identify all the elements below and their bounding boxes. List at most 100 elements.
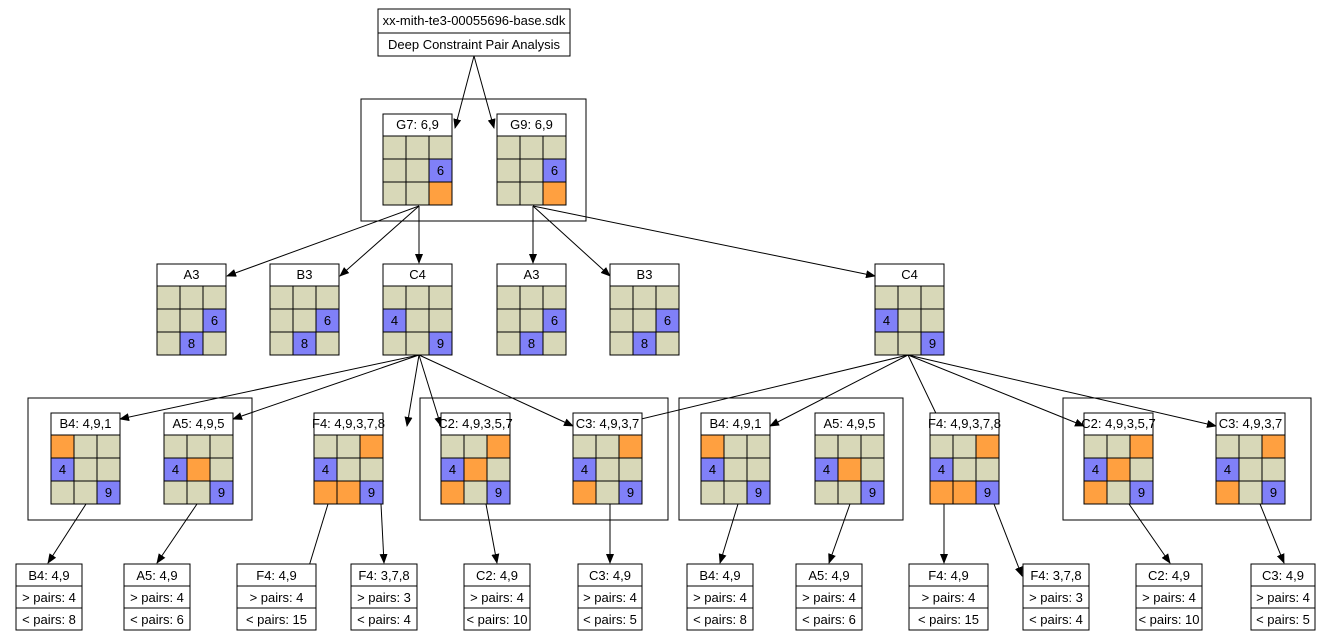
grid-cell — [1106, 434, 1131, 459]
root-subtitle-label: Deep Constraint Pair Analysis — [388, 37, 560, 52]
grid-cell — [156, 308, 181, 333]
grid-cell-value: 9 — [755, 485, 762, 500]
grid-cell — [50, 480, 75, 505]
grid-cell — [542, 285, 567, 310]
leaf-gt-pairs: > pairs: 4 — [1256, 590, 1310, 605]
grid-cell — [746, 434, 771, 459]
grid-cell — [632, 285, 657, 310]
group-box-left-c2-c3 — [419, 397, 669, 521]
edge-arrow — [226, 205, 420, 277]
grid-cell-value: 8 — [641, 336, 648, 351]
grid-cell — [952, 457, 977, 482]
grid-cell — [428, 285, 453, 310]
grid-cell — [163, 434, 188, 459]
leaf-node: F4: 3,7,8> pairs: 3< pairs: 4 — [1022, 563, 1090, 631]
edge-arrow — [718, 503, 739, 564]
edge-arrow — [404, 354, 420, 427]
grid-cell — [382, 331, 407, 356]
grid-cell-value: 6 — [437, 163, 444, 178]
leaf-node: B4: 4,9> pairs: 4< pairs: 8 — [686, 563, 754, 631]
grid-cell-value: 6 — [211, 313, 218, 328]
grid-cell — [1106, 457, 1131, 482]
grid-card: A5: 4,9,549 — [163, 412, 234, 505]
grid-cell-value: 9 — [218, 485, 225, 500]
grid-cell — [382, 135, 407, 160]
grid-cell — [179, 308, 204, 333]
grid-cell — [313, 480, 338, 505]
grid-card-title: C4 — [409, 267, 426, 282]
grid-cell — [700, 434, 725, 459]
grid-cell — [1238, 480, 1263, 505]
grid-cell — [496, 158, 521, 183]
leaf-title: F4: 4,9 — [928, 568, 968, 583]
grid-cell-value: 4 — [391, 313, 398, 328]
grid-cell — [837, 480, 862, 505]
leaf-title: C2: 4,9 — [1148, 568, 1190, 583]
grid-cell — [269, 285, 294, 310]
grid-cell — [315, 285, 340, 310]
group-box-right-b4-a5 — [678, 397, 904, 521]
grid-card-title: C3: 4,9,3,7 — [1219, 416, 1283, 431]
grid-cell — [1261, 434, 1286, 459]
grid-card: C3: 4,9,3,749 — [572, 412, 643, 505]
leaf-lt-pairs: < pairs: 15 — [246, 612, 307, 627]
edge-arrow — [418, 354, 443, 427]
leaf-nodes: B4: 4,9> pairs: 4< pairs: 8 A5: 4,9> pair… — [15, 563, 1316, 631]
grid-cell — [1083, 434, 1108, 459]
grid-cell — [975, 457, 1000, 482]
grid-cell — [496, 331, 521, 356]
grid-cell — [632, 308, 657, 333]
grid-cell — [618, 457, 643, 482]
grid-card-title: A3 — [524, 267, 540, 282]
grid-cell-value: 9 — [869, 485, 876, 500]
grid-cell — [292, 285, 317, 310]
edge-arrow — [485, 503, 500, 564]
grid-cell-value: 6 — [664, 313, 671, 328]
leaf-node: B4: 4,9> pairs: 4< pairs: 8 — [15, 563, 83, 631]
grid-cell — [463, 457, 488, 482]
leaf-node: F4: 4,9> pairs: 4< pairs: 15 — [236, 563, 317, 631]
grid-cell — [860, 434, 885, 459]
grid-cell — [542, 331, 567, 356]
grid-cell-value: 4 — [709, 462, 716, 477]
grid-card: A5: 4,9,549 — [814, 412, 885, 505]
edge-arrow — [1128, 503, 1171, 564]
grid-cell — [73, 434, 98, 459]
grid-cell — [163, 480, 188, 505]
edge-arrow — [473, 55, 496, 129]
grid-cell — [336, 434, 361, 459]
grid-card-title: B4: 4,9,1 — [59, 416, 111, 431]
grid-card: G9: 6,96 — [496, 113, 567, 206]
grid-cell — [315, 331, 340, 356]
grid-cell — [428, 331, 453, 356]
leaf-node: A5: 4,9> pairs: 4< pairs: 6 — [123, 563, 191, 631]
grid-card-title: A5: 4,9,5 — [823, 416, 875, 431]
grid-cell — [96, 457, 121, 482]
grid-cell-value: 9 — [105, 485, 112, 500]
leaf-title: C3: 4,9 — [589, 568, 631, 583]
grid-card: C3: 4,9,3,749 — [1215, 412, 1286, 505]
grid-cell — [1238, 434, 1263, 459]
grid-cell — [486, 457, 511, 482]
grid-card-title: A3 — [184, 267, 200, 282]
leaf-lt-pairs: < pairs: 4 — [1029, 612, 1083, 627]
grid-cell — [428, 135, 453, 160]
grid-cell — [1129, 480, 1154, 505]
grid-cell — [952, 480, 977, 505]
leaf-gt-pairs: > pairs: 4 — [583, 590, 637, 605]
leaf-lt-pairs: < pairs: 6 — [802, 612, 856, 627]
grid-cell — [156, 331, 181, 356]
grid-cell — [428, 308, 453, 333]
grid-cell — [428, 181, 453, 206]
grid-cell — [1215, 480, 1240, 505]
edge-arrow — [611, 354, 909, 428]
leaf-node: C3: 4,9> pairs: 4< pairs: 5 — [577, 563, 643, 631]
grid-cell — [405, 135, 430, 160]
grid-cell — [723, 434, 748, 459]
grid-cell — [440, 434, 465, 459]
group-boxes — [27, 98, 1312, 521]
grid-card: F4: 4,9,3,7,849 — [928, 412, 1001, 505]
grid-cell — [96, 480, 121, 505]
grid-cell — [463, 480, 488, 505]
